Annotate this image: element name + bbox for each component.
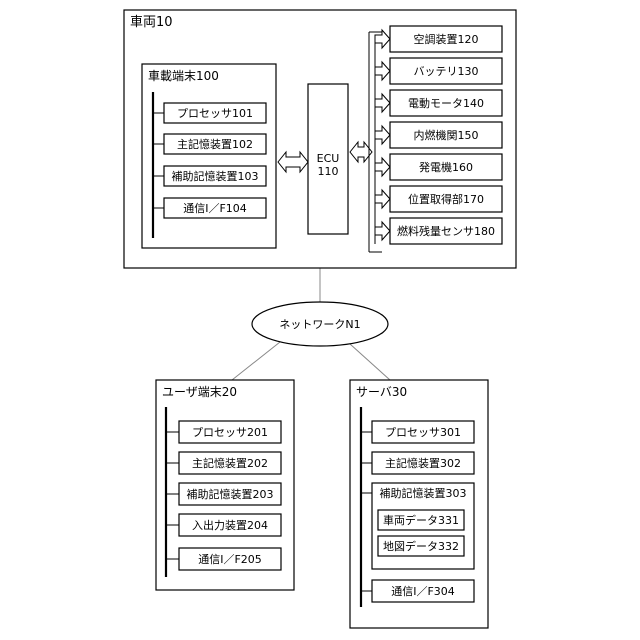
terminal-item-processor: プロセッサ101 — [153, 103, 266, 123]
user-item-comm-if: 通信I／F205 — [166, 548, 281, 570]
device-fuel-sensor: 燃料残量センサ180 — [375, 218, 502, 244]
device-position-acquisition: 位置取得部170 — [375, 186, 502, 212]
network-user-link — [232, 342, 280, 380]
device-generator: 発電機160 — [375, 154, 502, 180]
network-server-link — [350, 344, 390, 380]
user-item-label: 主記憶装置202 — [192, 456, 268, 470]
server-map-data-label: 地図データ332 — [383, 539, 459, 553]
terminal-title: 車載端末100 — [148, 69, 219, 83]
server-item-processor: プロセッサ301 — [361, 421, 474, 443]
user-terminal-title: ユーザ端末20 — [162, 385, 237, 399]
user-item-label: 入出力装置204 — [192, 518, 268, 532]
server-item-main-memory: 主記憶装置302 — [361, 452, 474, 474]
device-air-conditioner: 空調装置120 — [375, 26, 502, 52]
device-label: 位置取得部170 — [408, 192, 484, 206]
user-item-main-memory: 主記憶装置202 — [166, 452, 281, 474]
server-item-label: 主記憶装置302 — [385, 456, 461, 470]
device-label: 発電機160 — [419, 160, 473, 174]
user-item-label: 通信I／F205 — [198, 553, 262, 566]
device-label: バッテリ130 — [414, 65, 479, 78]
ecu-label: ECU — [317, 152, 340, 165]
server-aux-storage-label: 補助記憶装置303 — [380, 486, 467, 500]
server-vehicle-data-label: 車両データ331 — [383, 513, 459, 527]
terminal-item-label: 補助記憶装置103 — [172, 169, 259, 183]
server-title: サーバ30 — [356, 385, 407, 399]
terminal-item-label: プロセッサ101 — [177, 107, 253, 120]
user-item-io-device: 入出力装置204 — [166, 514, 281, 536]
device-internal-combustion-engine: 内燃機関150 — [375, 122, 502, 148]
device-label: 内燃機関150 — [414, 128, 479, 142]
device-battery: バッテリ130 — [375, 58, 502, 84]
device-label: 電動モータ140 — [408, 96, 484, 110]
user-item-label: 補助記憶装置203 — [187, 487, 274, 501]
terminal-box — [142, 64, 276, 248]
network-label: ネットワークN1 — [279, 318, 360, 331]
terminal-item-aux-storage: 補助記憶装置103 — [153, 166, 266, 186]
user-item-aux-storage: 補助記憶装置203 — [166, 483, 281, 505]
terminal-item-label: 通信I／F104 — [183, 202, 247, 215]
device-electric-motor: 電動モータ140 — [375, 90, 502, 116]
terminal-item-label: 主記憶装置102 — [177, 137, 253, 151]
device-label: 空調装置120 — [414, 32, 479, 46]
server-item-label: 通信I／F304 — [391, 585, 455, 598]
server-item-aux-storage: 補助記憶装置303 車両データ331 地図データ332 — [361, 483, 474, 569]
server-item-label: プロセッサ301 — [385, 426, 461, 439]
user-item-processor: プロセッサ201 — [166, 421, 281, 443]
device-label: 燃料残量センサ180 — [397, 224, 495, 238]
ecu-number: 110 — [318, 165, 339, 178]
terminal-item-comm-if: 通信I／F104 — [153, 198, 266, 218]
user-item-label: プロセッサ201 — [192, 426, 268, 439]
vehicle-title: 車両10 — [130, 15, 173, 30]
terminal-item-main-memory: 主記憶装置102 — [153, 134, 266, 154]
server-item-comm-if: 通信I／F304 — [361, 580, 474, 602]
